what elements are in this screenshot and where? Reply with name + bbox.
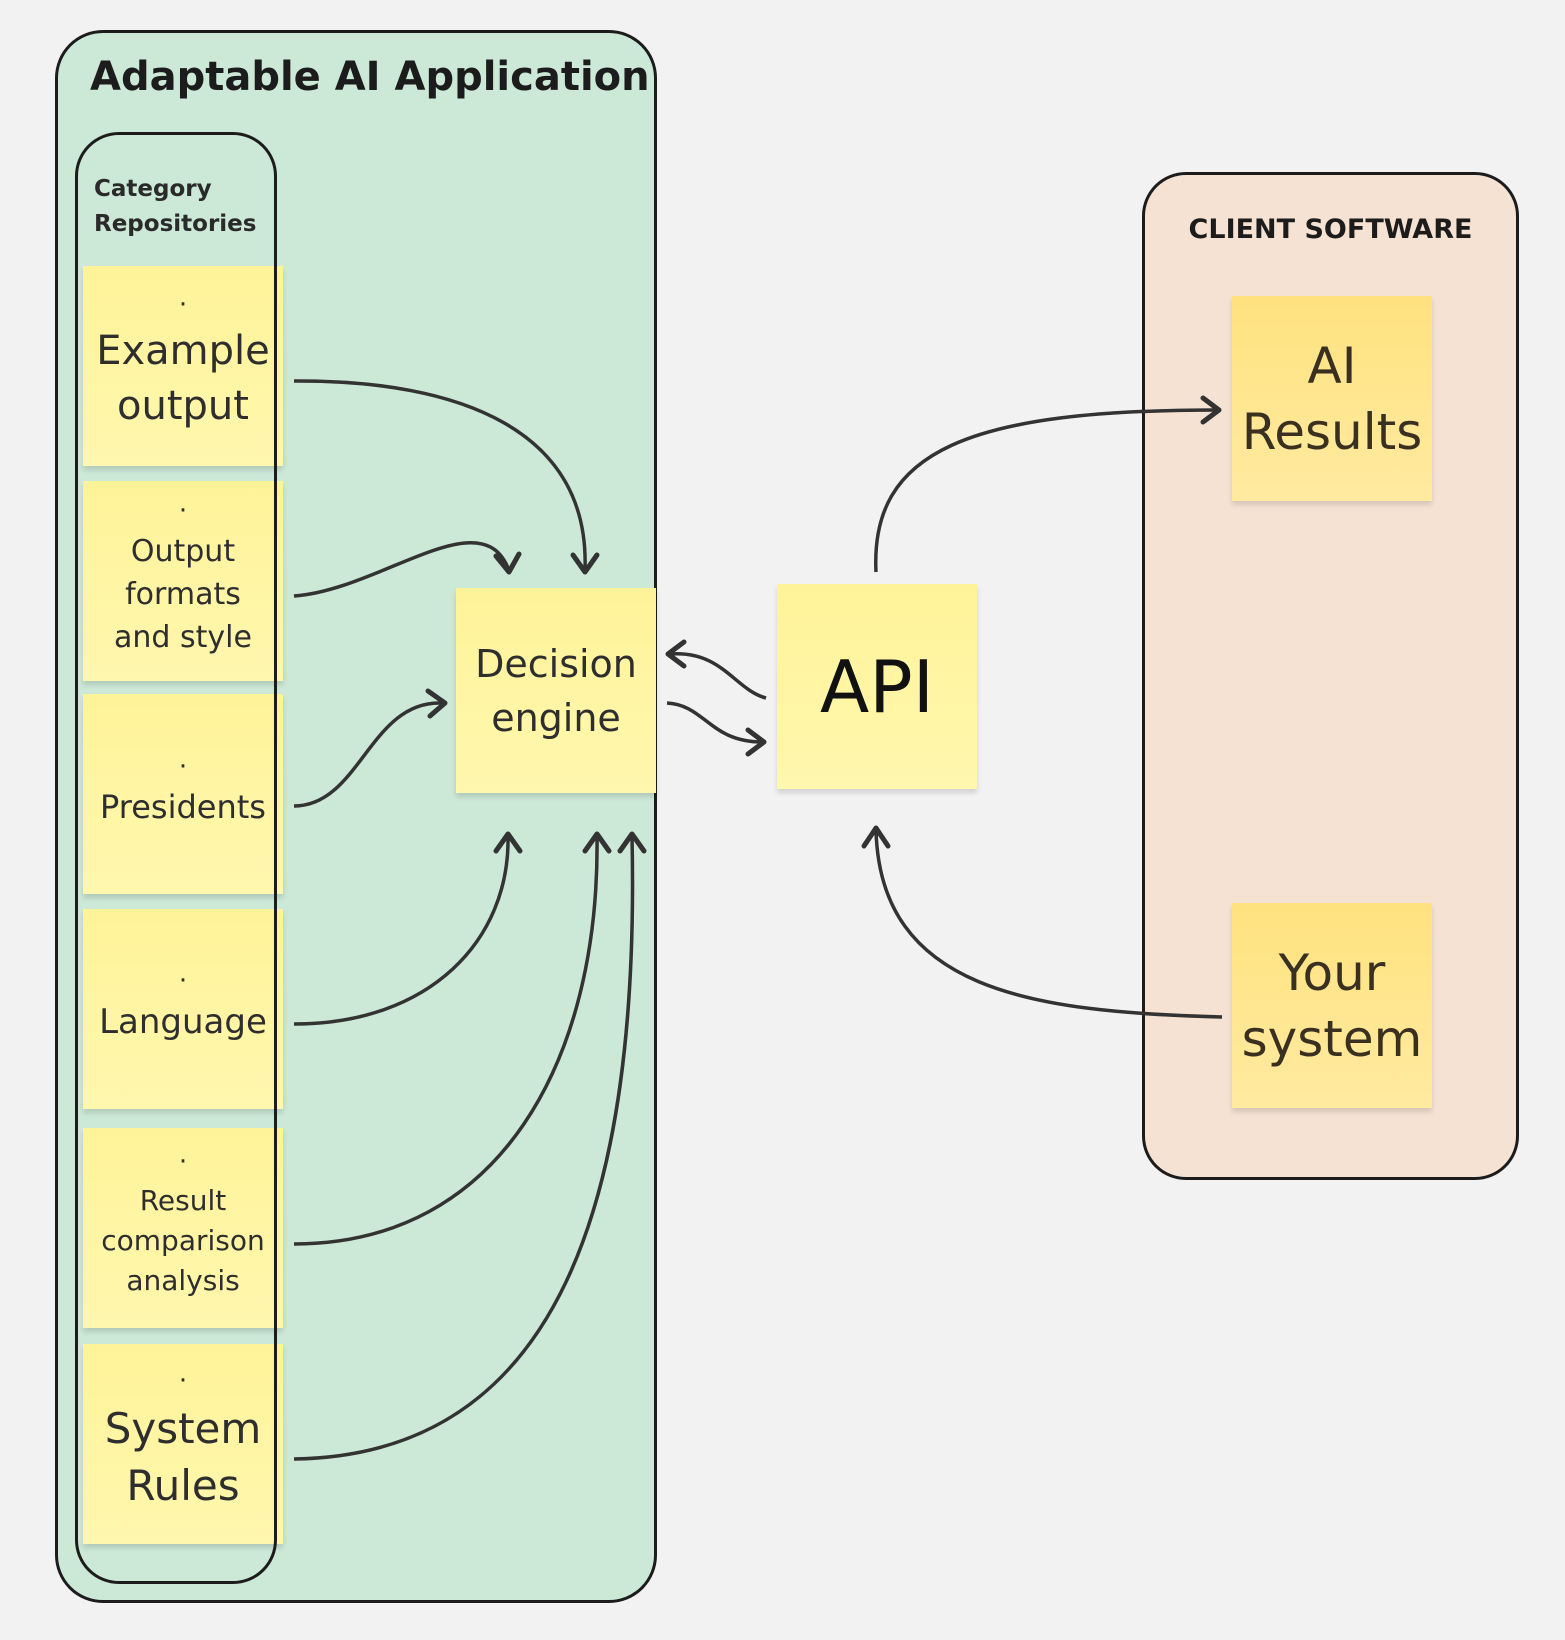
ai-results-card[interactable]: AI Results	[1232, 296, 1432, 501]
bullet-dot: ·	[178, 752, 188, 782]
repo-card-language[interactable]: · Language	[83, 909, 283, 1109]
arrow-engine-to-api	[666, 701, 767, 757]
arrow-api-to-engine	[665, 639, 767, 700]
repo-card-result-comparison[interactable]: · Result comparison analysis	[83, 1128, 283, 1328]
repo-card-label: Language	[99, 1002, 267, 1042]
bullet-dot: ·	[178, 290, 188, 320]
bullet-dot: ·	[178, 966, 188, 996]
repo-card-output-formats[interactable]: · Output formats and style	[83, 481, 283, 681]
repo-card-label: System Rules	[104, 1404, 262, 1510]
repo-card-label: Example output	[96, 328, 270, 429]
decision-engine-card[interactable]: Decision engine	[456, 588, 656, 793]
repo-card-label: Output formats and style	[114, 533, 252, 655]
bullet-dot: ·	[178, 1147, 188, 1177]
repo-card-label: Result comparison analysis	[101, 1184, 265, 1297]
repositories-title: Category Repositories	[94, 176, 257, 237]
your-system-card[interactable]: Your system	[1232, 903, 1432, 1108]
client-software-title: CLIENT SOFTWARE	[1188, 214, 1473, 245]
repo-card-label: Presidents	[100, 788, 266, 826]
repo-card-presidents[interactable]: · Presidents	[83, 694, 283, 894]
bullet-dot: ·	[178, 495, 188, 526]
api-card[interactable]: API	[777, 584, 977, 789]
bullet-dot: ·	[178, 1366, 188, 1396]
repo-card-example-output[interactable]: · Example output	[83, 266, 283, 466]
repo-card-system-rules[interactable]: · System Rules	[83, 1344, 283, 1544]
application-title: Adaptable AI Application	[90, 54, 650, 100]
category-repositories-frame	[75, 132, 277, 1584]
